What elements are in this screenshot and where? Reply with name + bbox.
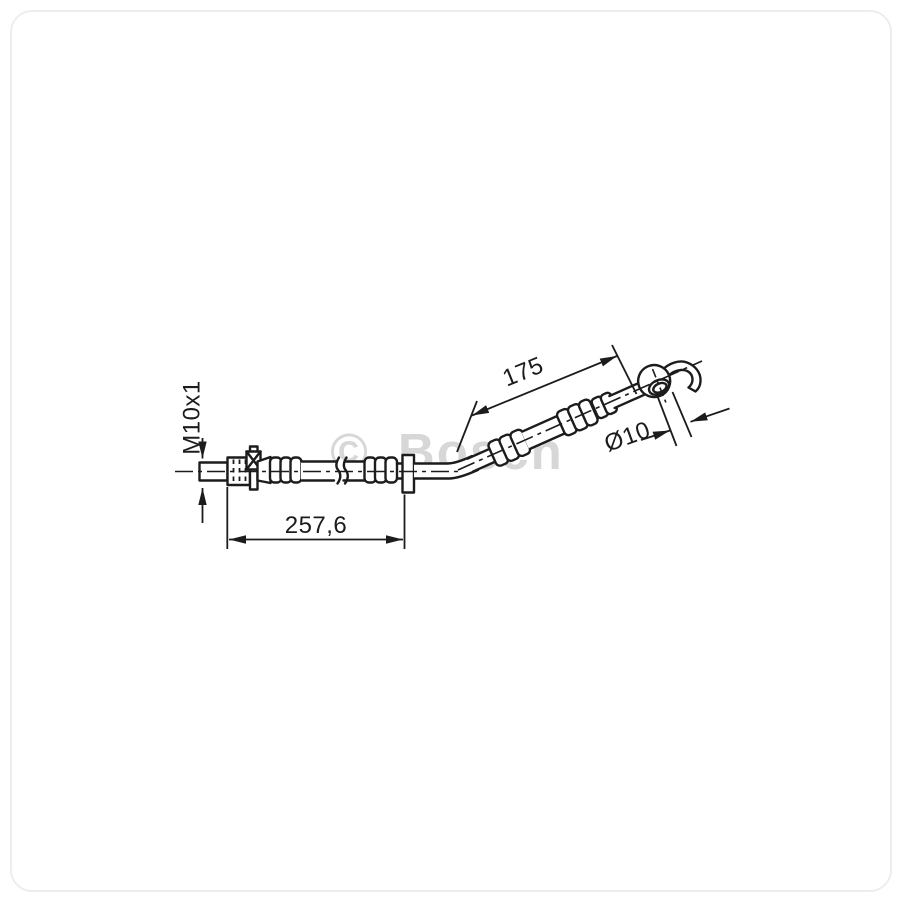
dimension-label-length-total: 257,6	[285, 512, 348, 539]
diameter-arrow-left	[640, 429, 671, 441]
mounting-flange	[401, 453, 416, 494]
centerline-banjo-cross	[651, 368, 668, 405]
extension-line-bore-right	[671, 391, 693, 438]
centerline-angled	[457, 360, 703, 471]
extension-line-banjo	[611, 344, 638, 395]
pipe-break-line-2	[342, 456, 349, 485]
angled-hose-lines	[521, 414, 568, 451]
boot-cone	[256, 455, 272, 485]
angled-pipe-lines	[466, 446, 499, 473]
pipe-break-line-1	[335, 456, 342, 485]
dimension-length-total: 257,6	[226, 487, 406, 549]
hose-mask	[301, 461, 366, 481]
crimp-collar-2	[363, 456, 399, 484]
dimension-line-length-upper	[471, 355, 618, 417]
extension-line-bore-left	[656, 394, 678, 447]
hook-end	[660, 360, 702, 393]
dimension-label-thread: M10x1	[179, 380, 206, 455]
dimension-length-upper: 175	[456, 344, 638, 453]
brake-hose-straight-section	[198, 445, 480, 494]
dimension-thread: M10x1	[179, 380, 207, 523]
elbow-mask	[414, 456, 478, 479]
diameter-arrow-right	[690, 407, 730, 423]
dimension-label-length-upper: 175	[499, 352, 548, 393]
dimension-label-diameter: Ø10	[601, 416, 654, 457]
crimp-collar-1	[268, 456, 303, 484]
